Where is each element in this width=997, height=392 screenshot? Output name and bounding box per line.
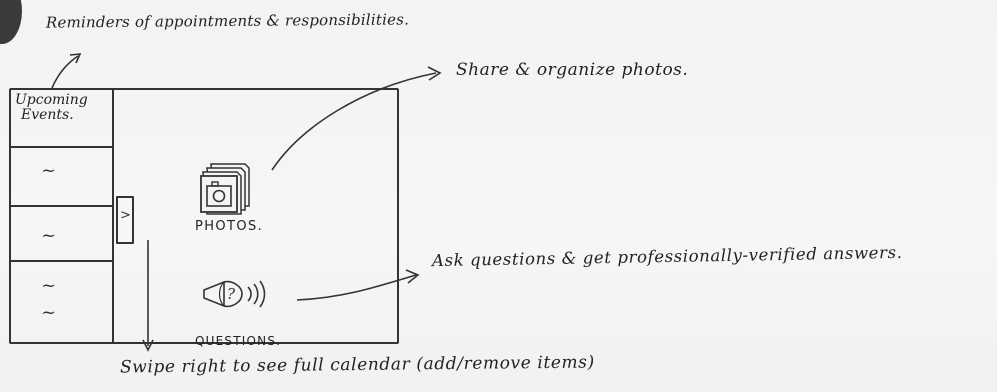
- event-item[interactable]: ~: [41, 225, 57, 246]
- sidebar-title-line1: Upcoming: [15, 92, 88, 108]
- megaphone-question-icon[interactable]: ?: [198, 272, 298, 316]
- app-screen-frame: Upcoming Events. ~ ~ ~ ~ > PHOTOS. QUEST…: [9, 88, 399, 348]
- upcoming-events-sidebar: Upcoming Events. ~ ~ ~ ~: [11, 90, 114, 342]
- event-item[interactable]: ~: [41, 275, 57, 296]
- event-item[interactable]: ~: [41, 302, 57, 323]
- event-item[interactable]: ~: [41, 160, 57, 181]
- reminders-annotation: Reminders of appointments & responsibili…: [45, 10, 410, 32]
- divider: [11, 146, 112, 148]
- divider: [11, 260, 112, 262]
- questions-label: QUESTIONS.: [195, 334, 282, 348]
- photos-label: PHOTOS.: [195, 219, 264, 234]
- sidebar-title-line2: Events.: [21, 107, 74, 123]
- corner-shadow: [0, 0, 22, 44]
- photos-annotation: Share & organize photos.: [456, 60, 689, 80]
- divider: [11, 205, 112, 207]
- swipe-handle[interactable]: >: [116, 196, 134, 244]
- chevron-right-icon: >: [120, 208, 131, 223]
- sidebar-title: Upcoming Events.: [15, 93, 110, 123]
- svg-text:?: ?: [227, 285, 236, 303]
- photo-stack-icon[interactable]: [199, 158, 255, 220]
